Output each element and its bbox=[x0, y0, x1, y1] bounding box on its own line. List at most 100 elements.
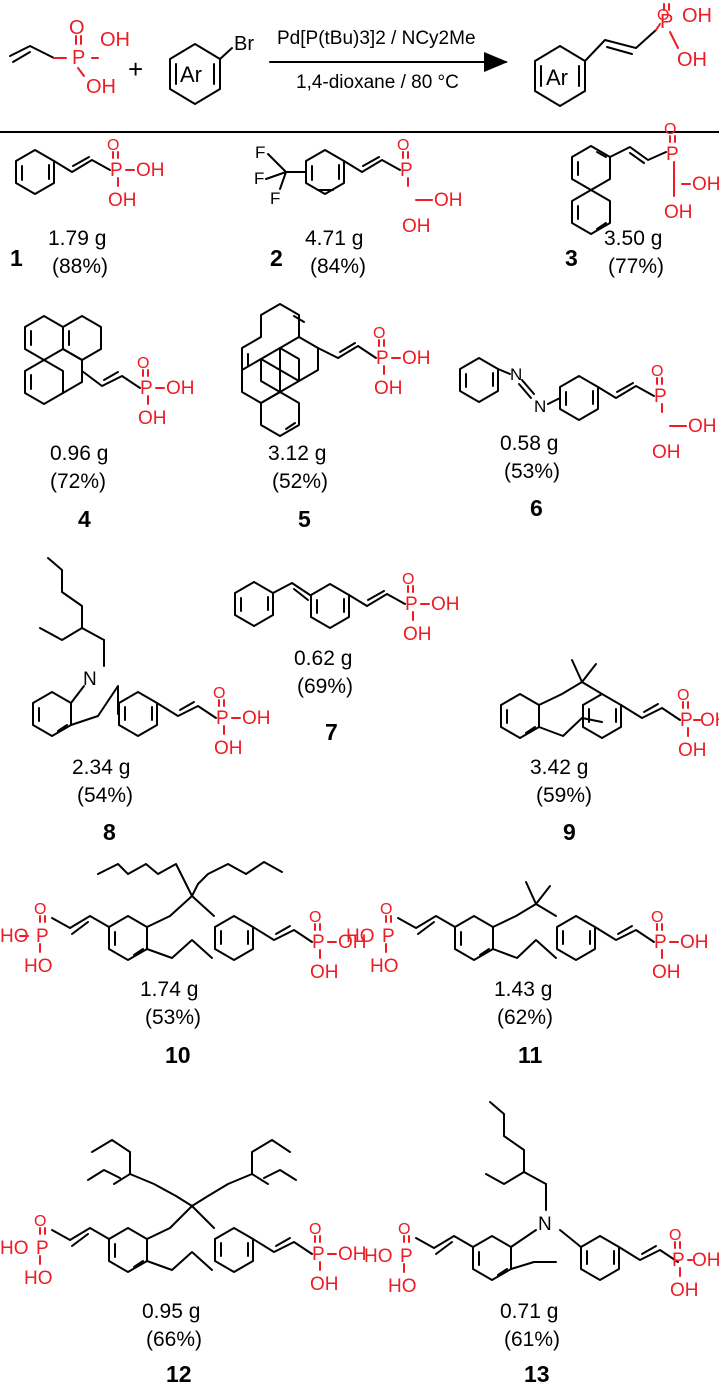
compound-11-structure: P O HO HO P O OH OH bbox=[346, 881, 709, 983]
atom-OH: OH bbox=[677, 49, 707, 71]
atom-P: P bbox=[216, 708, 229, 729]
atom-N: N bbox=[83, 669, 97, 690]
atom-OH: OH bbox=[338, 1244, 367, 1265]
compound-8-mass: 2.34 g bbox=[72, 756, 130, 779]
atom-HO: HO bbox=[0, 1238, 29, 1259]
compound-11-label: 11 bbox=[518, 1042, 543, 1068]
plus-sign: + bbox=[128, 54, 143, 84]
compound-13-label: 13 bbox=[524, 1361, 550, 1384]
compound-6-structure: N N P O OH OH bbox=[459, 357, 717, 463]
atom-P: P bbox=[654, 932, 667, 953]
compound-10-structure: P O HO HO P O OH OH bbox=[0, 861, 367, 983]
atom-P: P bbox=[312, 932, 325, 953]
compound-8-structure: N P O OH OH bbox=[32, 557, 271, 759]
atom-OH: OH bbox=[670, 1280, 699, 1301]
atom-OH: OH bbox=[166, 378, 195, 399]
atom-HO: HO bbox=[364, 1246, 393, 1267]
atom-OH: OH bbox=[692, 174, 719, 195]
atom-O: O bbox=[677, 687, 689, 704]
atom-O: O bbox=[651, 909, 663, 926]
compound-13-yield: (61%) bbox=[504, 1328, 560, 1351]
compound-5-mass: 3.12 g bbox=[268, 442, 326, 465]
compound-10: P O HO HO P O OH OH 1.74 g (53%) 10 bbox=[0, 861, 367, 1068]
compound-1-mass: 1.79 g bbox=[48, 227, 106, 250]
compound-5-structure: P O OH OH bbox=[241, 303, 431, 437]
compound-12-yield: (66%) bbox=[146, 1328, 202, 1351]
atom-N: N bbox=[534, 397, 546, 416]
atom-O: O bbox=[137, 355, 149, 372]
atom-OH: OH bbox=[402, 348, 431, 369]
compound-12-mass: 0.95 g bbox=[142, 1300, 200, 1323]
atom-OH: OH bbox=[214, 738, 243, 759]
atom-OH: OH bbox=[136, 160, 165, 181]
atom-F: F bbox=[254, 169, 264, 188]
compound-3: P O OH OH 3.50 g (77%) 3 bbox=[565, 121, 719, 278]
atom-O: O bbox=[309, 1221, 321, 1238]
atom-OH: OH bbox=[86, 76, 116, 98]
compound-4-yield: (72%) bbox=[50, 470, 106, 493]
atom-P: P bbox=[680, 710, 693, 731]
compound-2-yield: (84%) bbox=[310, 255, 366, 278]
atom-OH: OH bbox=[108, 190, 137, 211]
compound-1-yield: (88%) bbox=[52, 255, 108, 278]
atom-HO: HO bbox=[24, 1268, 53, 1289]
compound-12-label: 12 bbox=[166, 1361, 192, 1384]
bromine-label: Br bbox=[234, 33, 254, 55]
atom-O: O bbox=[373, 325, 385, 342]
compound-12: P O HO HO P O OH OH 0.95 g (66%) 12 bbox=[0, 1139, 367, 1384]
atom-OH: OH bbox=[682, 5, 712, 27]
atom-O: O bbox=[397, 137, 409, 154]
atom-P: P bbox=[666, 144, 679, 165]
atom-OH: OH bbox=[434, 190, 463, 211]
atom-P: P bbox=[36, 1238, 49, 1259]
atom-OH: OH bbox=[242, 708, 271, 729]
compound-3-structure: P O OH OH bbox=[571, 121, 719, 235]
atom-F: F bbox=[255, 143, 265, 162]
compound-4-label: 4 bbox=[78, 506, 91, 532]
compound-8-label: 8 bbox=[103, 819, 116, 845]
atom-OH: OH bbox=[431, 594, 460, 615]
compound-4-structure: P O OH OH bbox=[24, 315, 195, 429]
compound-13-structure: N P O HO HO P O OH OH bbox=[364, 1101, 719, 1301]
atom-OH: OH bbox=[678, 740, 707, 761]
atom-P: P bbox=[312, 1244, 325, 1265]
atom-O: O bbox=[34, 1213, 46, 1230]
atom-OH: OH bbox=[310, 1274, 339, 1295]
reaction-header: P O OH OH + Br Ar Pd[P(tBu)3]2 / NCy2Me … bbox=[9, 3, 712, 107]
atom-P: P bbox=[110, 160, 123, 181]
atom-O: O bbox=[398, 1221, 410, 1238]
compound-9-yield: (59%) bbox=[536, 784, 592, 807]
atom-O: O bbox=[669, 1227, 681, 1244]
atom-P: P bbox=[660, 11, 673, 33]
compound-2-mass: 4.71 g bbox=[305, 227, 363, 250]
atom-O: O bbox=[657, 7, 669, 24]
compound-9-label: 9 bbox=[563, 819, 576, 845]
compound-13: N P O HO HO P O OH OH 0.71 g (61%) 13 bbox=[364, 1101, 719, 1384]
atom-P: P bbox=[405, 594, 418, 615]
atom-N: N bbox=[510, 365, 522, 384]
compound-2-label: 2 bbox=[270, 245, 283, 271]
atom-OH: OH bbox=[680, 932, 709, 953]
compound-1-label: 1 bbox=[10, 245, 23, 271]
aryl-bromide-structure: Br Ar bbox=[169, 33, 254, 105]
atom-HO: HO bbox=[24, 956, 53, 977]
atom-P: P bbox=[72, 47, 85, 69]
atom-OH: OH bbox=[664, 202, 693, 223]
compound-2-structure: F F F P O OH OH bbox=[254, 137, 463, 237]
compound-3-mass: 3.50 g bbox=[604, 227, 662, 250]
atom-P: P bbox=[376, 348, 389, 369]
atom-OH: OH bbox=[138, 408, 167, 429]
atom-O: O bbox=[402, 571, 414, 588]
compound-4: P O OH OH 0.96 g (72%) 4 bbox=[24, 315, 195, 532]
atom-OH: OH bbox=[374, 378, 403, 399]
atom-O: O bbox=[213, 685, 225, 702]
atom-O: O bbox=[69, 17, 85, 39]
atom-F: F bbox=[270, 189, 280, 208]
compound-8: N P O OH OH 2.34 g (54%) 8 bbox=[32, 557, 271, 845]
compound-13-mass: 0.71 g bbox=[500, 1300, 558, 1323]
atom-OH: OH bbox=[700, 710, 719, 731]
atom-P: P bbox=[382, 926, 395, 947]
catalyst-text: Pd[P(tBu)3]2 / NCy2Me bbox=[277, 28, 476, 49]
atom-OH: OH bbox=[403, 624, 432, 645]
